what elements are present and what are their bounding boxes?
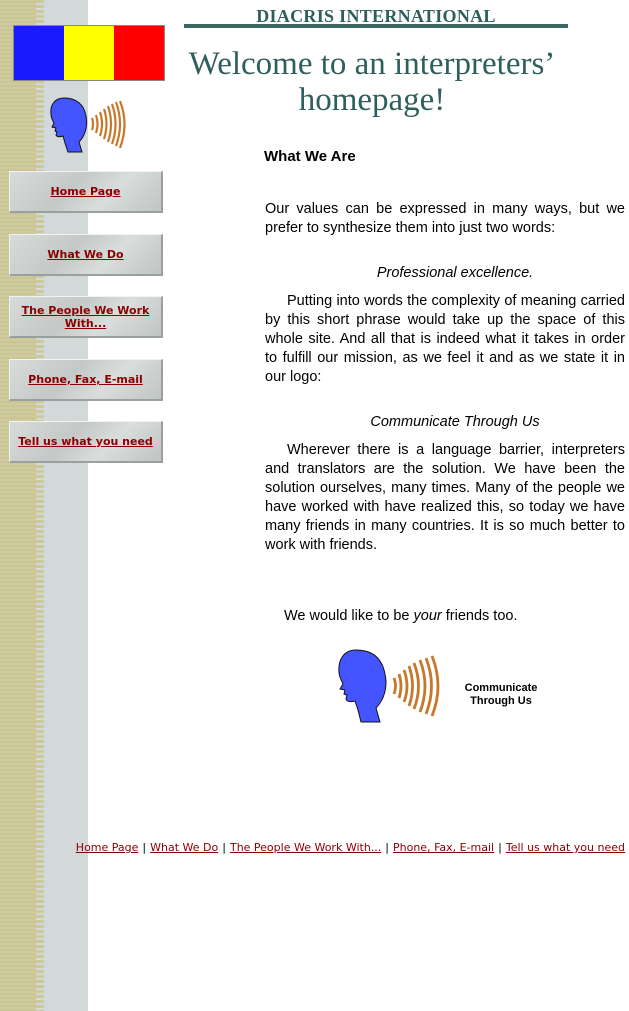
stripe-torn-edge: [36, 0, 44, 1011]
footer-separator: |: [385, 841, 389, 854]
friends-emphasis: your: [413, 608, 442, 624]
footer-link-phone-fax-email[interactable]: Phone, Fax, E-mail: [393, 841, 495, 854]
speaking-head-logo-icon: [336, 648, 450, 724]
nav-label: Home Page: [50, 185, 121, 198]
solution-paragraph: Wherever there is a language barrier, in…: [265, 442, 625, 553]
nav-home-page[interactable]: Home Page: [9, 171, 163, 213]
logo-caption: Communicate Through Us: [464, 682, 538, 707]
footer-link-what-we-do[interactable]: What We Do: [150, 841, 219, 854]
nav-tell-us-what-you-need[interactable]: Tell us what you need: [9, 421, 163, 463]
footer-links: Home Page|What We Do|The People We Work …: [76, 841, 625, 854]
romanian-flag: [14, 26, 164, 80]
mission-paragraph: Putting into words the complexity of mea…: [265, 293, 625, 385]
motto-communicate: Communicate Through Us: [370, 414, 540, 430]
section-title: What We Are: [264, 148, 356, 165]
brand-name: DIACRIS INTERNATIONAL: [256, 6, 496, 26]
friends-text-2: friends too.: [441, 608, 518, 624]
intro-paragraph: Our values can be expressed in many ways…: [265, 201, 625, 236]
footer-link-people-we-work-with[interactable]: The People We Work With...: [229, 841, 382, 854]
footer-separator: |: [498, 841, 502, 854]
header-rule: [184, 24, 568, 28]
footer-separator: |: [222, 841, 226, 854]
left-gray-stripe: [40, 0, 88, 1011]
nav-label: The People We Work With...: [21, 303, 150, 330]
speaking-head-icon: [48, 96, 134, 154]
friends-text-1: We would like to be: [284, 608, 414, 624]
nav-what-we-do[interactable]: What We Do: [9, 234, 163, 276]
left-khaki-stripe: [0, 0, 40, 1011]
friends-line: We would like to be your friends too.: [284, 608, 517, 624]
footer-link-home-page[interactable]: Home Page: [75, 841, 139, 854]
footer-link-tell-us-what-you-need[interactable]: Tell us what you need: [505, 841, 625, 854]
nav-label: Tell us what you need: [18, 435, 153, 448]
footer-separator: |: [142, 841, 147, 854]
nav-label: What We Do: [47, 248, 124, 261]
flag-blue-band: [14, 26, 64, 80]
page-title: Welcome to an interpreters’ homepage!: [188, 46, 556, 118]
motto-professional-excellence: Professional excellence.: [376, 265, 534, 281]
nav-people-we-work-with[interactable]: The People We Work With...: [9, 296, 163, 338]
nav-phone-fax-email[interactable]: Phone, Fax, E-mail: [9, 359, 163, 401]
flag-red-band: [114, 26, 164, 80]
flag-yellow-band: [64, 26, 114, 80]
nav-label: Phone, Fax, E-mail: [28, 373, 143, 386]
